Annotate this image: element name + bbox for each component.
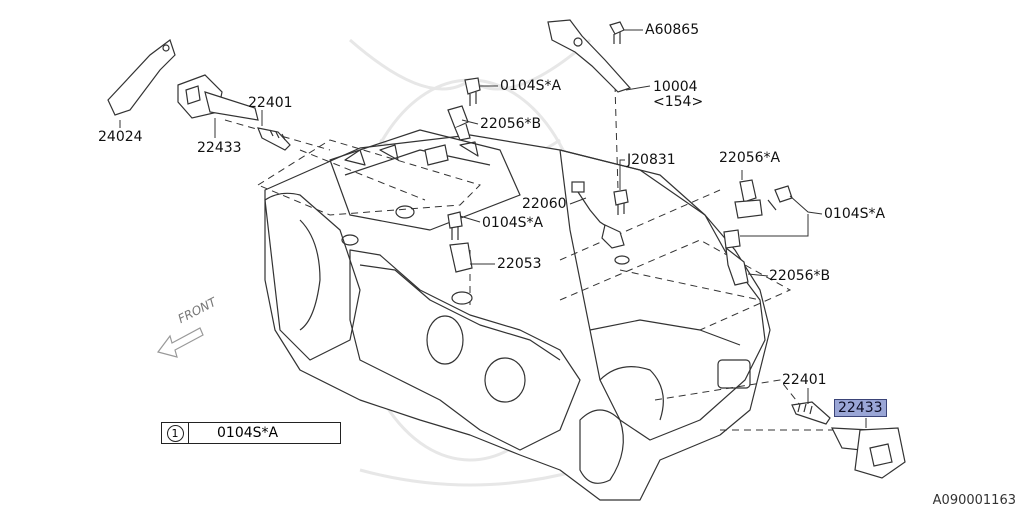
ignition-coil-left bbox=[177, 74, 259, 121]
bolt-a60865 bbox=[609, 21, 625, 44]
callout-0104s-a-right[interactable]: 0104S*A bbox=[824, 206, 886, 222]
callout-22056-b-top[interactable]: 22056*B bbox=[480, 116, 542, 132]
spark-plug-right bbox=[791, 401, 831, 425]
crank-sensor bbox=[447, 211, 473, 305]
cam-sensor-right-a bbox=[734, 179, 763, 219]
knock-sensor bbox=[571, 181, 630, 265]
callout-22053[interactable]: 22053 bbox=[497, 256, 542, 272]
callout-a60865[interactable]: A60865 bbox=[645, 22, 700, 38]
callout-22056-b-right[interactable]: 22056*B bbox=[769, 268, 831, 284]
legend-code: 0104S*A bbox=[217, 425, 279, 441]
callout-22060[interactable]: 22060 bbox=[522, 196, 567, 212]
callout-22433-right-highlighted[interactable]: 22433 bbox=[834, 399, 887, 417]
cam-sensor-right-b bbox=[723, 185, 793, 286]
callout-22056-a[interactable]: 22056*A bbox=[719, 150, 781, 166]
ignition-coil-right bbox=[831, 427, 906, 479]
engine-block-right bbox=[559, 149, 766, 441]
legend-number-cell: 1 bbox=[162, 423, 189, 443]
spark-plug-left bbox=[257, 127, 291, 151]
callout-j20831[interactable]: J20831 bbox=[627, 152, 676, 168]
bracket-10004 bbox=[547, 19, 632, 93]
callout-22433-left[interactable]: 22433 bbox=[197, 140, 242, 156]
callout-10004-qty: <154> bbox=[653, 94, 704, 110]
front-arrow-icon bbox=[156, 327, 204, 358]
coil-bracket-left bbox=[107, 39, 176, 116]
callout-22401-left[interactable]: 22401 bbox=[248, 95, 293, 111]
callout-0104s-a-top[interactable]: 0104S*A bbox=[500, 78, 562, 94]
legend-circled-number: 1 bbox=[166, 424, 184, 442]
bolt-j20831 bbox=[613, 189, 629, 215]
timing-belt-cover bbox=[349, 249, 581, 451]
figure-code: A090001163 bbox=[932, 493, 1016, 508]
callout-24024[interactable]: 24024 bbox=[98, 129, 143, 145]
callout-22401-right[interactable]: 22401 bbox=[782, 372, 827, 388]
callout-10004[interactable]: 10004 bbox=[653, 79, 698, 95]
callout-0104s-a-middle[interactable]: 0104S*A bbox=[482, 215, 544, 231]
legend-box: 1 0104S*A bbox=[161, 422, 341, 444]
